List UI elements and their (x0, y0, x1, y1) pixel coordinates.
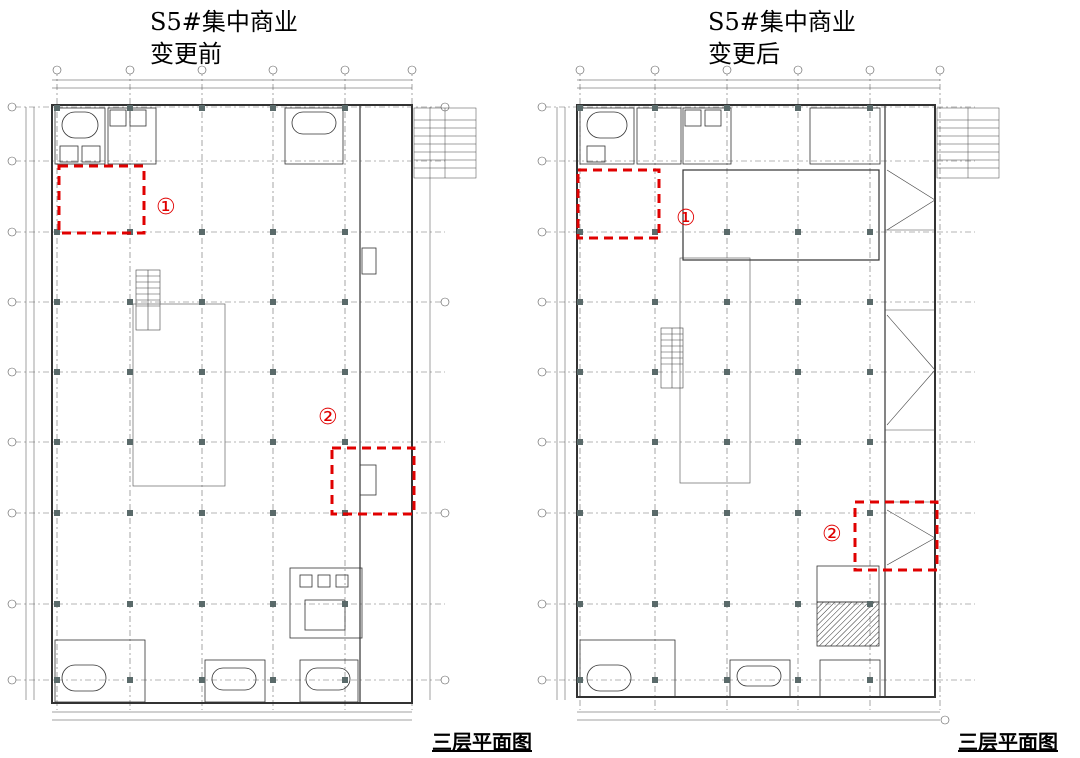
right-axis-grid (545, 70, 975, 710)
left-marker-1: ① (156, 195, 176, 220)
right-outer-wall (576, 104, 936, 698)
right-external-stair (936, 107, 1000, 179)
right-core-bottom (579, 565, 881, 698)
right-core-top (579, 107, 881, 165)
left-core-top (54, 107, 344, 165)
left-highlight-1 (57, 164, 146, 235)
right-large-room (682, 169, 880, 261)
right-dimension-lines (556, 79, 940, 721)
right-axis-bubbles (537, 65, 950, 725)
right-marker-1: ① (676, 206, 696, 231)
right-atrium-void (679, 257, 751, 484)
right-floor-plan (537, 65, 1000, 725)
left-plan-subtitle: 变更前 (150, 40, 222, 68)
left-atrium-void (132, 303, 226, 487)
left-marker-2: ② (318, 405, 338, 430)
left-axis-bubbles (7, 65, 450, 685)
left-outer-wall (51, 104, 413, 704)
left-shafts (359, 247, 377, 496)
right-columns (577, 105, 873, 683)
right-east-shops (885, 169, 936, 566)
right-escalator (660, 327, 684, 389)
right-marker-2: ② (822, 522, 842, 547)
left-core-bottom (54, 567, 363, 703)
right-hatched-room (816, 601, 880, 647)
right-floor-label: 三层平面图 (958, 730, 1058, 754)
right-plan-subtitle: 变更后 (708, 40, 780, 68)
right-plan-title: S5#集中商业 (708, 8, 856, 36)
left-plan-title: S5#集中商业 (150, 8, 298, 36)
left-highlight-2 (330, 446, 416, 516)
left-floor-plan (7, 65, 477, 721)
left-floor-label: 三层平面图 (432, 730, 532, 754)
left-dimension-lines (25, 79, 431, 721)
left-external-stair (413, 107, 477, 179)
left-escalator (135, 269, 161, 331)
right-highlight-1 (576, 168, 661, 240)
left-columns (54, 105, 348, 683)
